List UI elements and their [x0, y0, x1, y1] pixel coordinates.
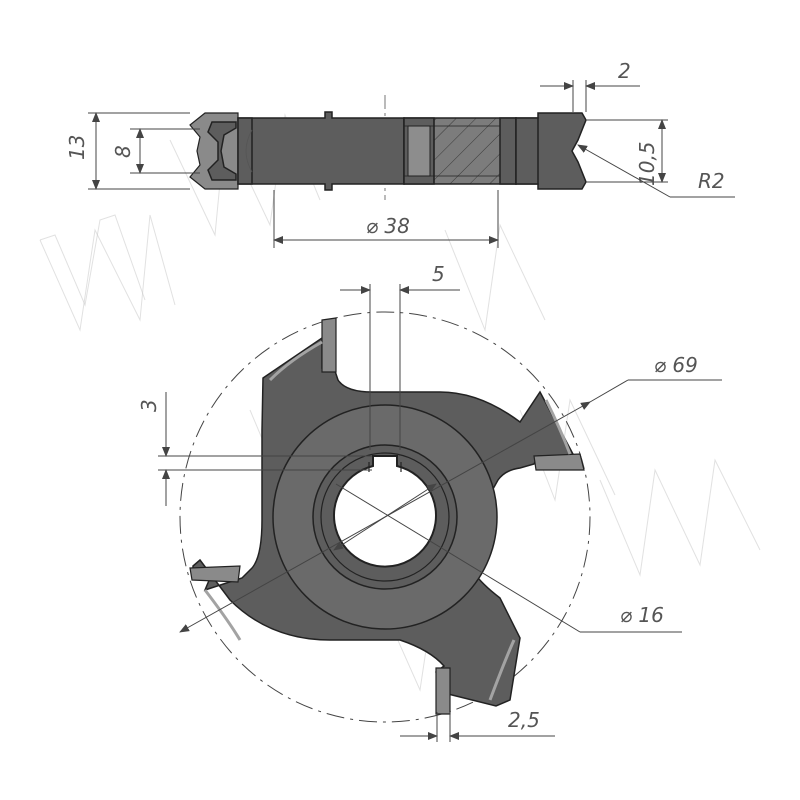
dim-profile-height: 10,5: [635, 141, 659, 186]
insert-left: [189, 565, 241, 583]
dim-keyway-width: 5: [432, 262, 445, 286]
dim-bore-diameter: ⌀ 16: [620, 603, 664, 627]
insert-right: [533, 453, 585, 471]
front-view: ⌀ 16 ⌀ 69 5 3 2,5: [137, 262, 722, 742]
side-body: [237, 111, 405, 191]
dim-tip-width: 2,5: [508, 708, 540, 732]
dim-total-height: 13: [65, 135, 89, 160]
dim-groove-width: 2: [618, 59, 631, 83]
dim-radius: R2: [698, 169, 725, 193]
insert-top: [321, 317, 337, 373]
dim-keyway-depth: 3: [137, 399, 161, 412]
dim-outer-diameter: ⌀ 69: [654, 353, 698, 377]
dim-inner-height: 8: [111, 145, 135, 158]
insert-bottom: [435, 667, 451, 715]
side-view: 2 13 8 10,5 R2 ⌀ 38: [65, 59, 735, 248]
dim-hub-diameter: ⌀ 38: [366, 214, 410, 238]
